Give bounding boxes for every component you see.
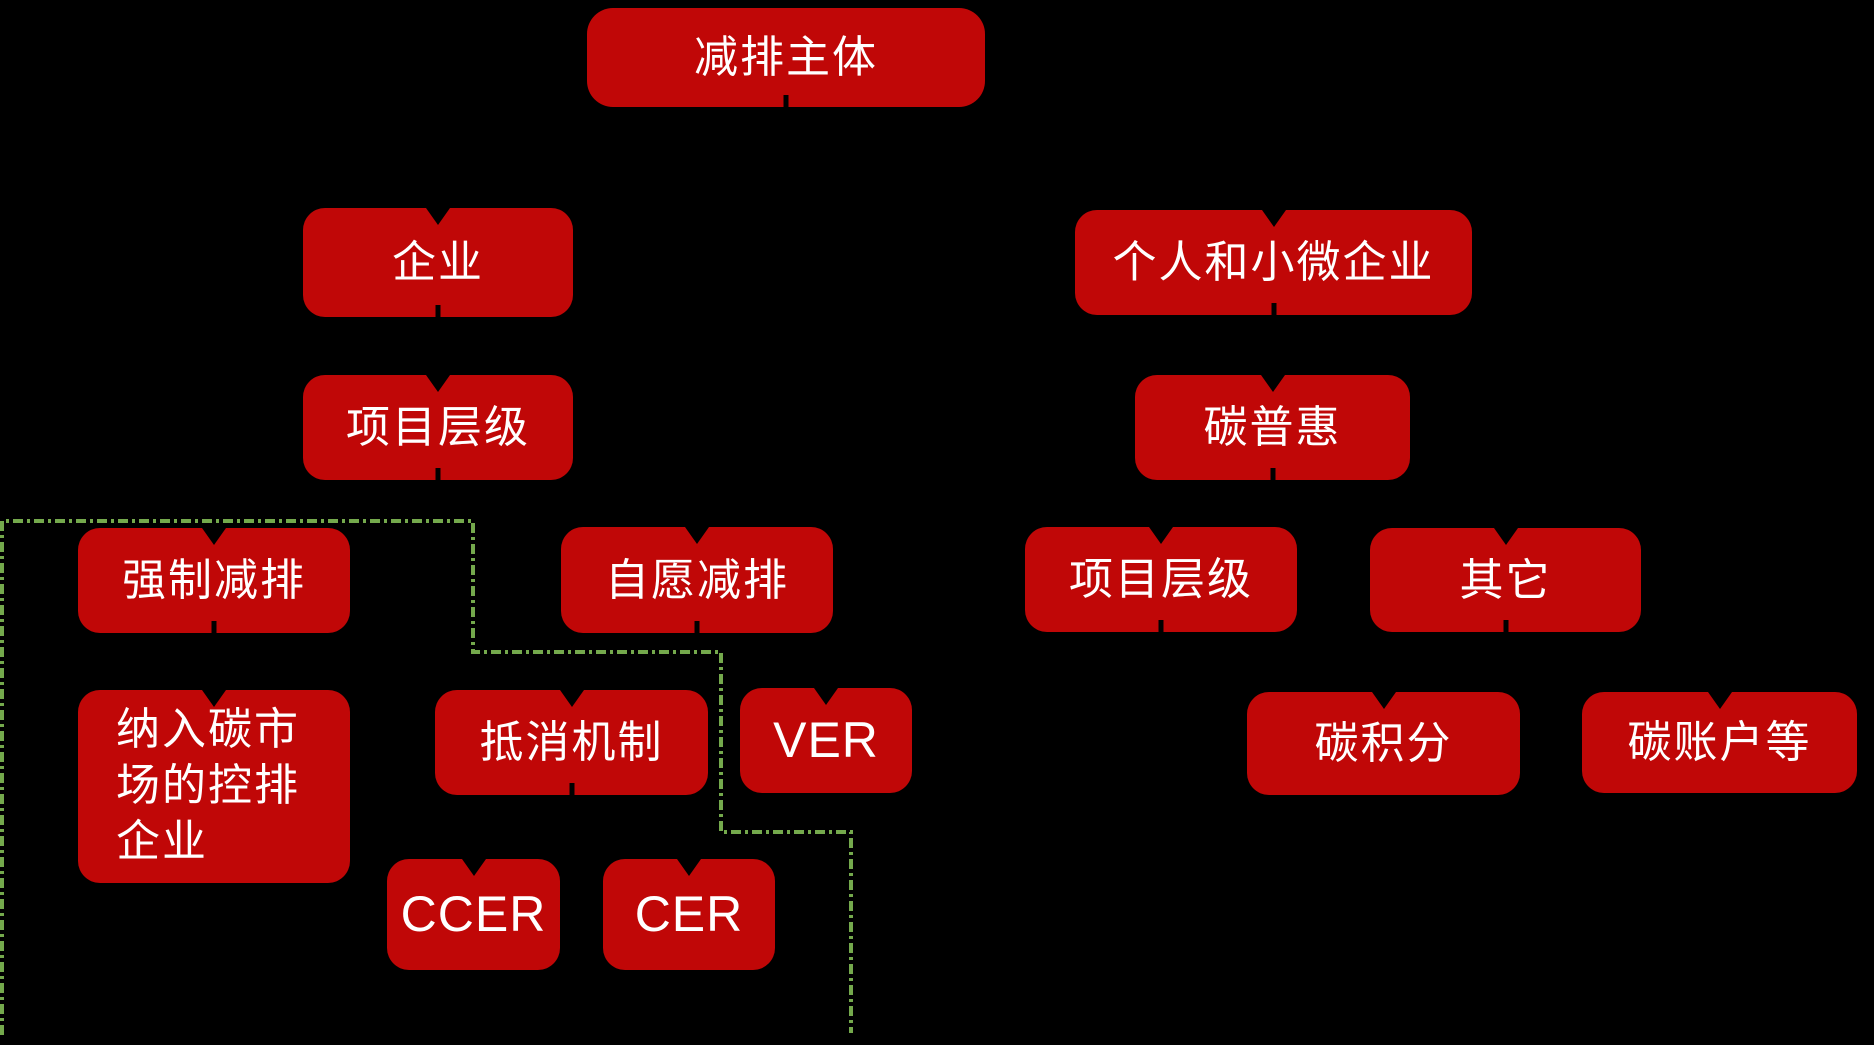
connector-stub [1158, 620, 1164, 632]
node-carbon-credits: 碳积分 [1247, 692, 1520, 795]
node-label: 企业 [392, 238, 484, 287]
node-label: 其它 [1459, 555, 1552, 605]
node-label: VER [773, 712, 879, 769]
connector-notch [202, 528, 226, 545]
node-label: 碳账户等 [1627, 718, 1812, 767]
node-label: 减排主体 [694, 33, 878, 82]
connector-stub [694, 621, 700, 633]
connector-stub [569, 783, 574, 795]
node-label: 强制减排 [122, 556, 306, 605]
node-enterprise: 企业 [303, 208, 573, 317]
node-label: 碳普惠 [1203, 403, 1342, 452]
node-carbon-accounts-etc: 碳账户等 [1582, 692, 1857, 793]
connector-stub [783, 95, 789, 107]
connector-stub [435, 305, 441, 317]
node-carbon-market-controlled-enterprises: 纳入碳市场的控排企业 [78, 690, 350, 883]
node-label: 个人和小微企业 [1112, 238, 1435, 287]
connector-notch [426, 375, 450, 392]
connector-stub [1503, 620, 1508, 632]
node-label: CCER [400, 886, 547, 943]
node-label: 碳积分 [1314, 719, 1453, 768]
node-project-level-right: 项目层级 [1025, 527, 1297, 632]
dash-dot-boundary-path [0, 519, 853, 1035]
connector-notch [559, 690, 584, 707]
node-label: 项目层级 [1069, 555, 1253, 604]
connector-notch [461, 859, 486, 876]
connector-notch [677, 859, 701, 876]
node-individual-and-small-micro-enterprise: 个人和小微企业 [1075, 210, 1472, 315]
node-label: CER [634, 886, 744, 943]
connector-notch [202, 690, 226, 707]
connector-notch [1707, 692, 1732, 709]
node-carbon-inclusion: 碳普惠 [1135, 375, 1410, 480]
node-voluntary-emission-reduction: 自愿减排 [561, 527, 833, 633]
node-label: 项目层级 [346, 403, 530, 452]
connector-notch [1149, 527, 1173, 544]
node-ccer: CCER [387, 859, 560, 970]
connector-notch [685, 527, 709, 544]
connector-stub [1270, 468, 1275, 480]
connector-notch [1371, 692, 1396, 709]
connector-stub [435, 468, 441, 480]
node-mandatory-emission-reduction: 强制减排 [78, 528, 350, 633]
node-emission-reduction-subject: 减排主体 [587, 8, 985, 107]
connector-notch [1260, 375, 1285, 392]
connector-notch [814, 688, 838, 705]
node-ver: VER [740, 688, 912, 793]
connector-stub [1271, 303, 1276, 315]
node-label: 抵消机制 [479, 718, 664, 767]
node-label: 自愿减排 [605, 555, 789, 605]
connector-stub [211, 621, 217, 633]
node-cer: CER [603, 859, 775, 970]
node-other: 其它 [1370, 528, 1641, 632]
node-project-level-left: 项目层级 [303, 375, 573, 480]
connector-notch [426, 208, 450, 225]
node-label: 纳入碳市场的控排企业 [116, 705, 300, 866]
node-offset-mechanism: 抵消机制 [435, 690, 708, 795]
connector-notch [1493, 528, 1518, 545]
connector-notch [1261, 210, 1286, 227]
